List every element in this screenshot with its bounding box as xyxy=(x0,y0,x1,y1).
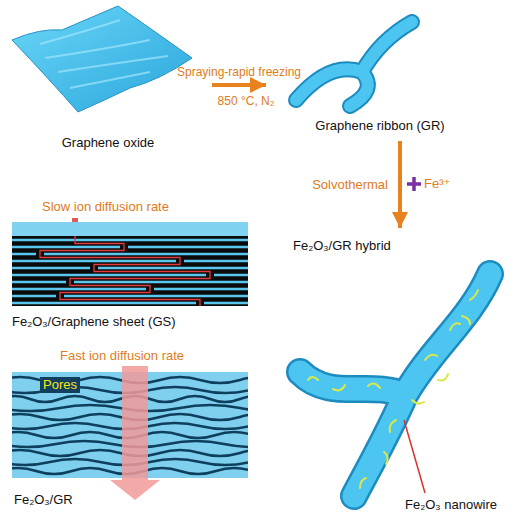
ribbon-outline xyxy=(296,22,412,106)
leader-line xyxy=(404,420,425,493)
ion-arrow-fast xyxy=(110,366,160,500)
pores-label: Pores xyxy=(40,377,80,393)
hybrid-panel: Fe₂O₃/GR hybrid xyxy=(285,232,510,517)
electrolyte-band xyxy=(12,222,248,236)
node-label: Fe₂O₃/GR hybrid xyxy=(293,238,391,254)
hybrid-outline xyxy=(300,274,490,496)
edge-label: Spraying-rapid freezing xyxy=(177,64,301,80)
callout-label: Fe₂O₃ nanowire xyxy=(405,497,497,513)
hybrid-body xyxy=(300,274,490,496)
ribbon-body xyxy=(296,22,412,106)
reagent-label: Fe³⁺ xyxy=(424,176,450,192)
node-label: Graphene ribbon (GR) xyxy=(315,118,444,134)
process-arrow xyxy=(212,83,266,87)
sheet-wrinkles xyxy=(40,20,168,88)
node-label: Fe₂O₃/Graphene sheet (GS) xyxy=(12,314,176,330)
rate-label: Fast ion diffusion rate xyxy=(60,348,184,364)
rate-label: Slow ion diffusion rate xyxy=(42,199,169,215)
plus-symbol xyxy=(407,177,421,191)
ion-path xyxy=(40,236,210,306)
fe2o3-nanowires xyxy=(308,290,478,488)
hybrid-ribbon xyxy=(300,274,490,496)
sheet-stack-panel: Fe₂O₃/Graphene sheet (GS) xyxy=(8,220,253,332)
stack-ground xyxy=(12,236,248,306)
process-arrow xyxy=(398,141,402,228)
edge-label: Solvothermal xyxy=(312,177,388,193)
node-label: Graphene oxide xyxy=(62,135,155,151)
condition-label: 850 °C, N₂ xyxy=(218,93,275,109)
graphene-ribbon xyxy=(296,22,412,106)
node-label: Fe₂O₃/GR xyxy=(14,492,73,508)
ribbon-panel: Graphene ribbon (GR) xyxy=(270,15,490,137)
graphene-sheet xyxy=(12,6,192,112)
